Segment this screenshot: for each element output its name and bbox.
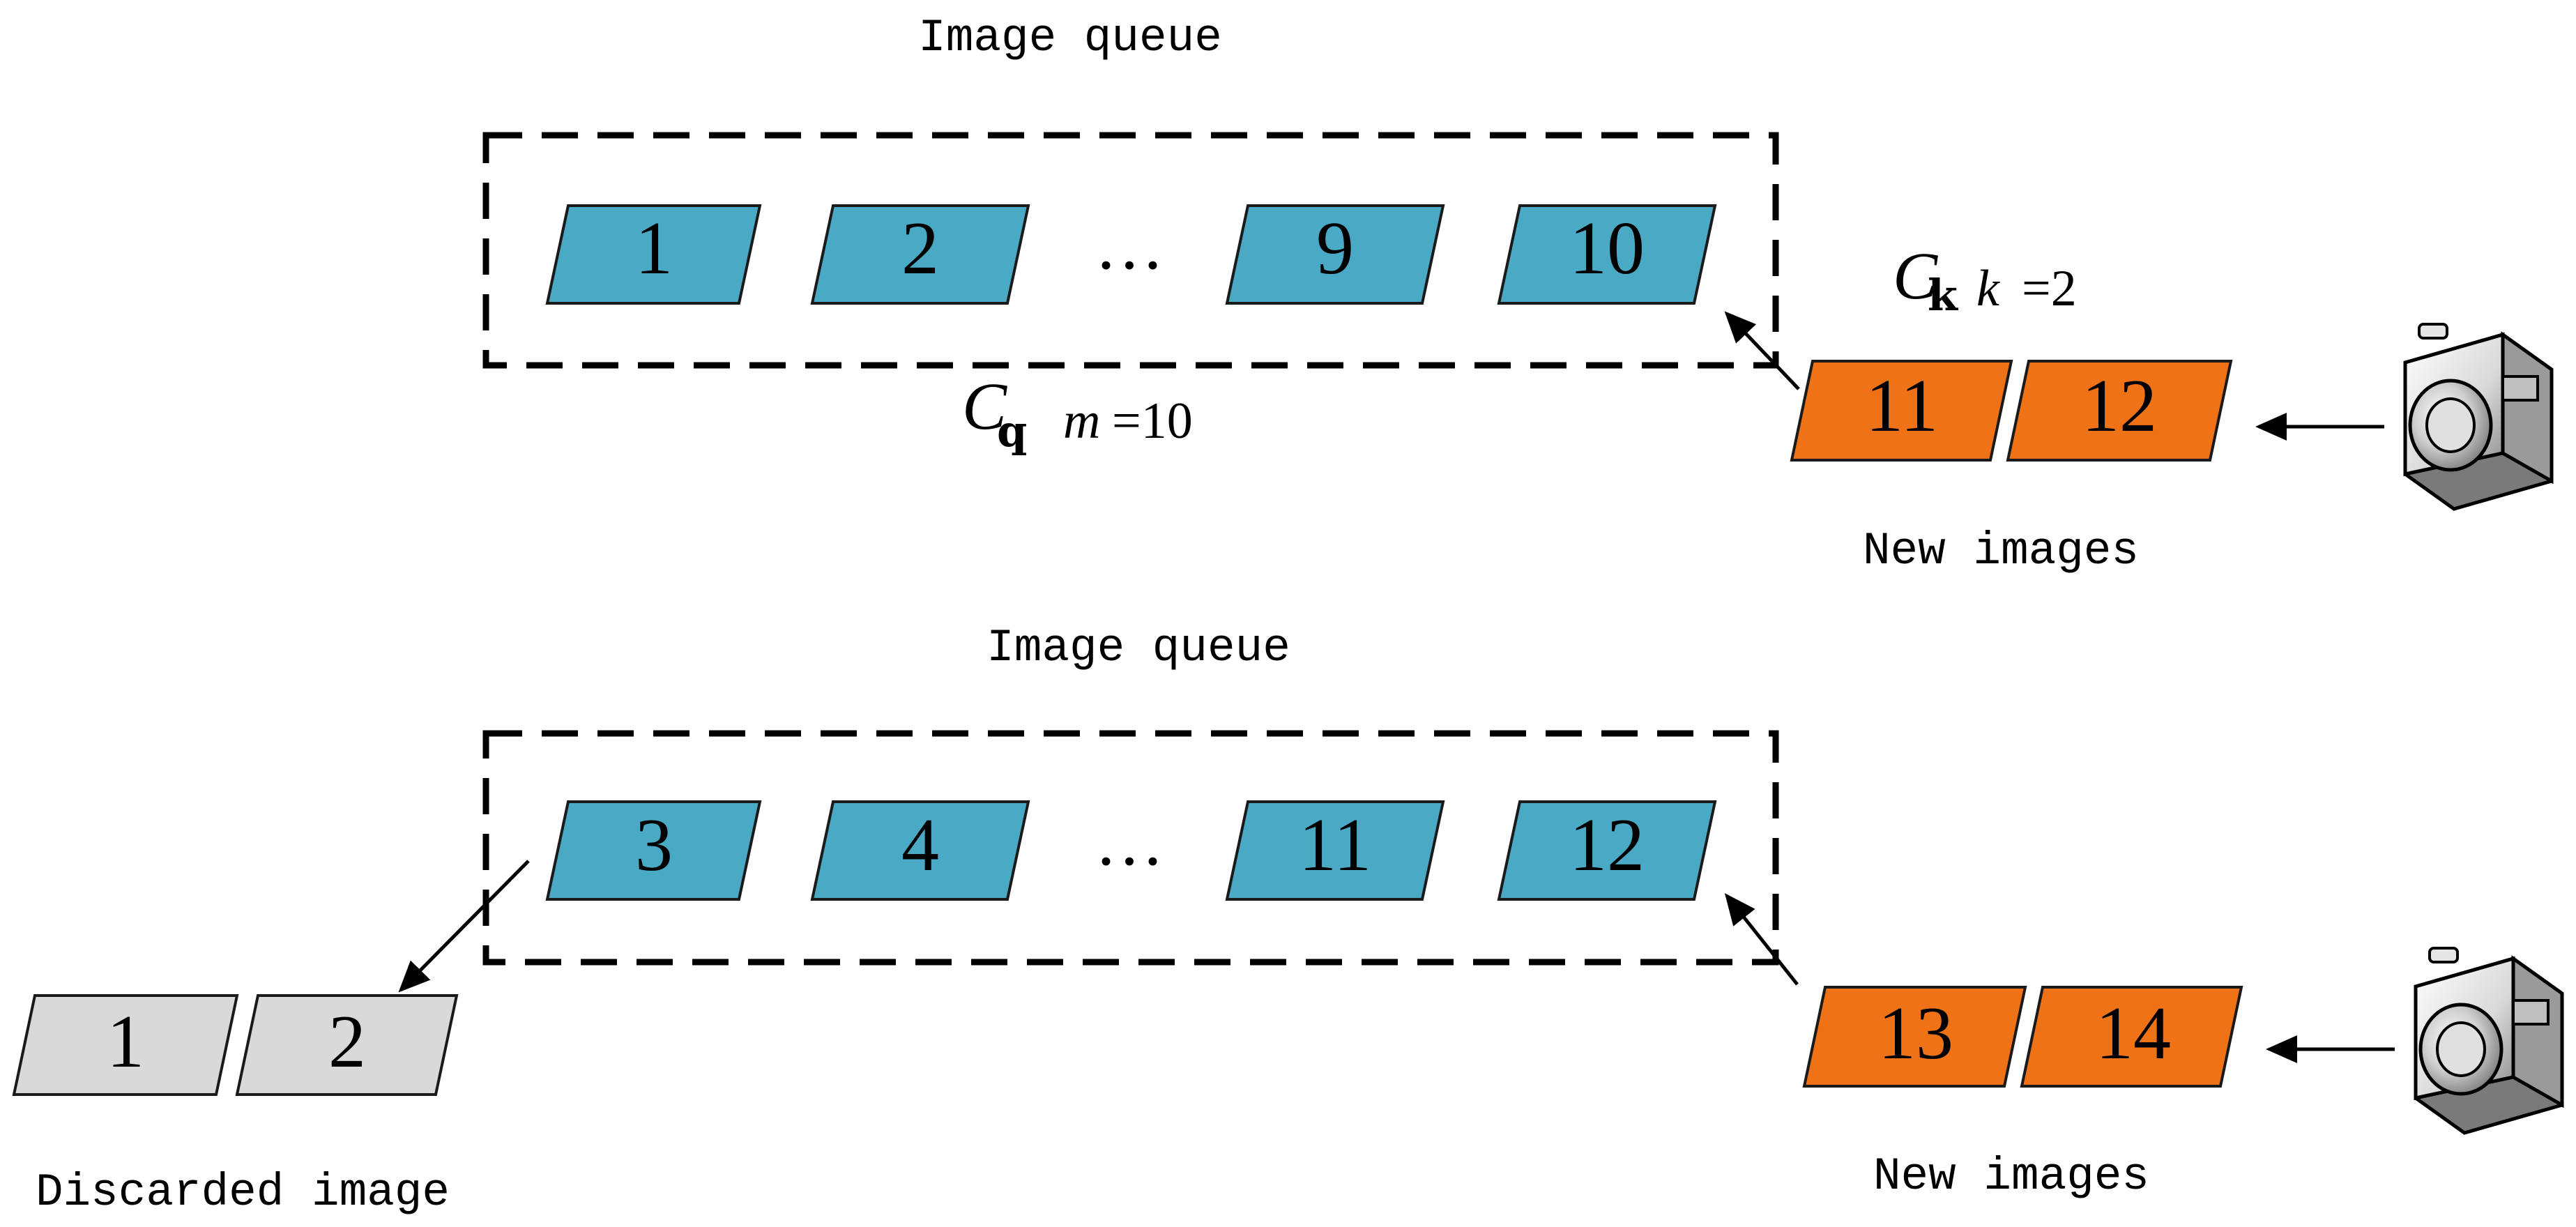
bottom-queue-frame-11: 11 — [1225, 800, 1445, 901]
bottom-queue-frame-3: 3 — [545, 800, 762, 901]
cq-value: =10 — [1112, 393, 1193, 450]
top-queue-frame-10: 10 — [1497, 204, 1717, 305]
frame-number: 12 — [2082, 365, 2157, 448]
frame-shape — [1802, 986, 2027, 1088]
top-queue-title: Image queue — [918, 12, 1222, 64]
frame-number: 12 — [1569, 804, 1645, 887]
frame-shape — [545, 800, 762, 901]
discarded-frame-2: 2 — [235, 994, 459, 1096]
bottom-new-images-label: New images — [1873, 1150, 2149, 1203]
frame-number: 3 — [635, 804, 673, 887]
top-new-images-label: New images — [1863, 525, 2139, 577]
camera-icon — [2403, 323, 2554, 511]
frame-shape — [1225, 800, 1445, 901]
camera-icon — [2414, 947, 2564, 1135]
frame-shape — [545, 204, 762, 305]
cq-subscript: q — [997, 406, 1027, 457]
top-queue-box — [482, 132, 1779, 369]
bottom-discard-arrow — [398, 860, 530, 993]
top-ellipsis: … — [1095, 206, 1164, 284]
frame-number: 2 — [328, 1000, 366, 1083]
discarded-image-label: Discarded image — [36, 1166, 450, 1219]
frame-shape — [235, 994, 459, 1096]
frame-shape — [1225, 204, 1445, 305]
frame-shape — [2020, 986, 2243, 1088]
ck-subscript: k — [1928, 270, 1959, 321]
top-ck-label: C k k =2 — [1893, 238, 2077, 321]
ck-var: k — [1976, 260, 2000, 317]
frame-number: 4 — [901, 804, 939, 887]
cq-var: m — [1063, 393, 1100, 450]
bottom-ellipsis: … — [1095, 802, 1164, 880]
frame-shape — [12, 994, 239, 1096]
bottom-panel: Image queue 3 4 … 11 12 1 2 D — [12, 622, 2564, 1219]
frame-number: 11 — [1299, 804, 1371, 887]
frame-number: 2 — [901, 207, 939, 290]
top-panel: Image queue 1 2 … 9 10 C q m =10 C — [482, 12, 2554, 577]
top-cq-label: C q m =10 — [962, 369, 1193, 457]
bottom-new-frame-13: 13 — [1802, 986, 2027, 1088]
frame-shape — [1497, 204, 1717, 305]
top-new-frame-12: 12 — [2006, 360, 2233, 462]
frame-number: 10 — [1569, 207, 1645, 290]
top-queue-frame-9: 9 — [1225, 204, 1445, 305]
top-insert-arrow — [1724, 311, 1800, 390]
frame-number: 9 — [1316, 207, 1354, 290]
ck-symbol: C — [1893, 238, 1938, 313]
discarded-frame-1: 1 — [12, 994, 239, 1096]
bottom-insert-arrow — [1724, 893, 1799, 986]
frame-number: 1 — [107, 1000, 144, 1083]
frame-number: 13 — [1878, 992, 1953, 1075]
frame-number: 1 — [635, 207, 673, 290]
top-queue-frame-2: 2 — [810, 204, 1030, 305]
frame-shape — [810, 800, 1030, 901]
top-new-frame-11: 11 — [1790, 360, 2013, 462]
frame-shape — [810, 204, 1030, 305]
bottom-queue-box — [482, 730, 1779, 966]
frame-shape — [1497, 800, 1717, 901]
bottom-queue-frame-12: 12 — [1497, 800, 1717, 901]
cq-symbol: C — [962, 369, 1007, 443]
bottom-queue-title: Image queue — [986, 622, 1290, 674]
bottom-new-frame-14: 14 — [2020, 986, 2243, 1088]
frame-shape — [1790, 360, 2013, 462]
frame-number: 14 — [2096, 992, 2171, 1075]
top-queue-frame-1: 1 — [545, 204, 762, 305]
frame-number: 11 — [1866, 365, 1938, 448]
bottom-queue-frame-4: 4 — [810, 800, 1030, 901]
frame-shape — [2006, 360, 2233, 462]
ck-value: =2 — [2022, 260, 2077, 317]
